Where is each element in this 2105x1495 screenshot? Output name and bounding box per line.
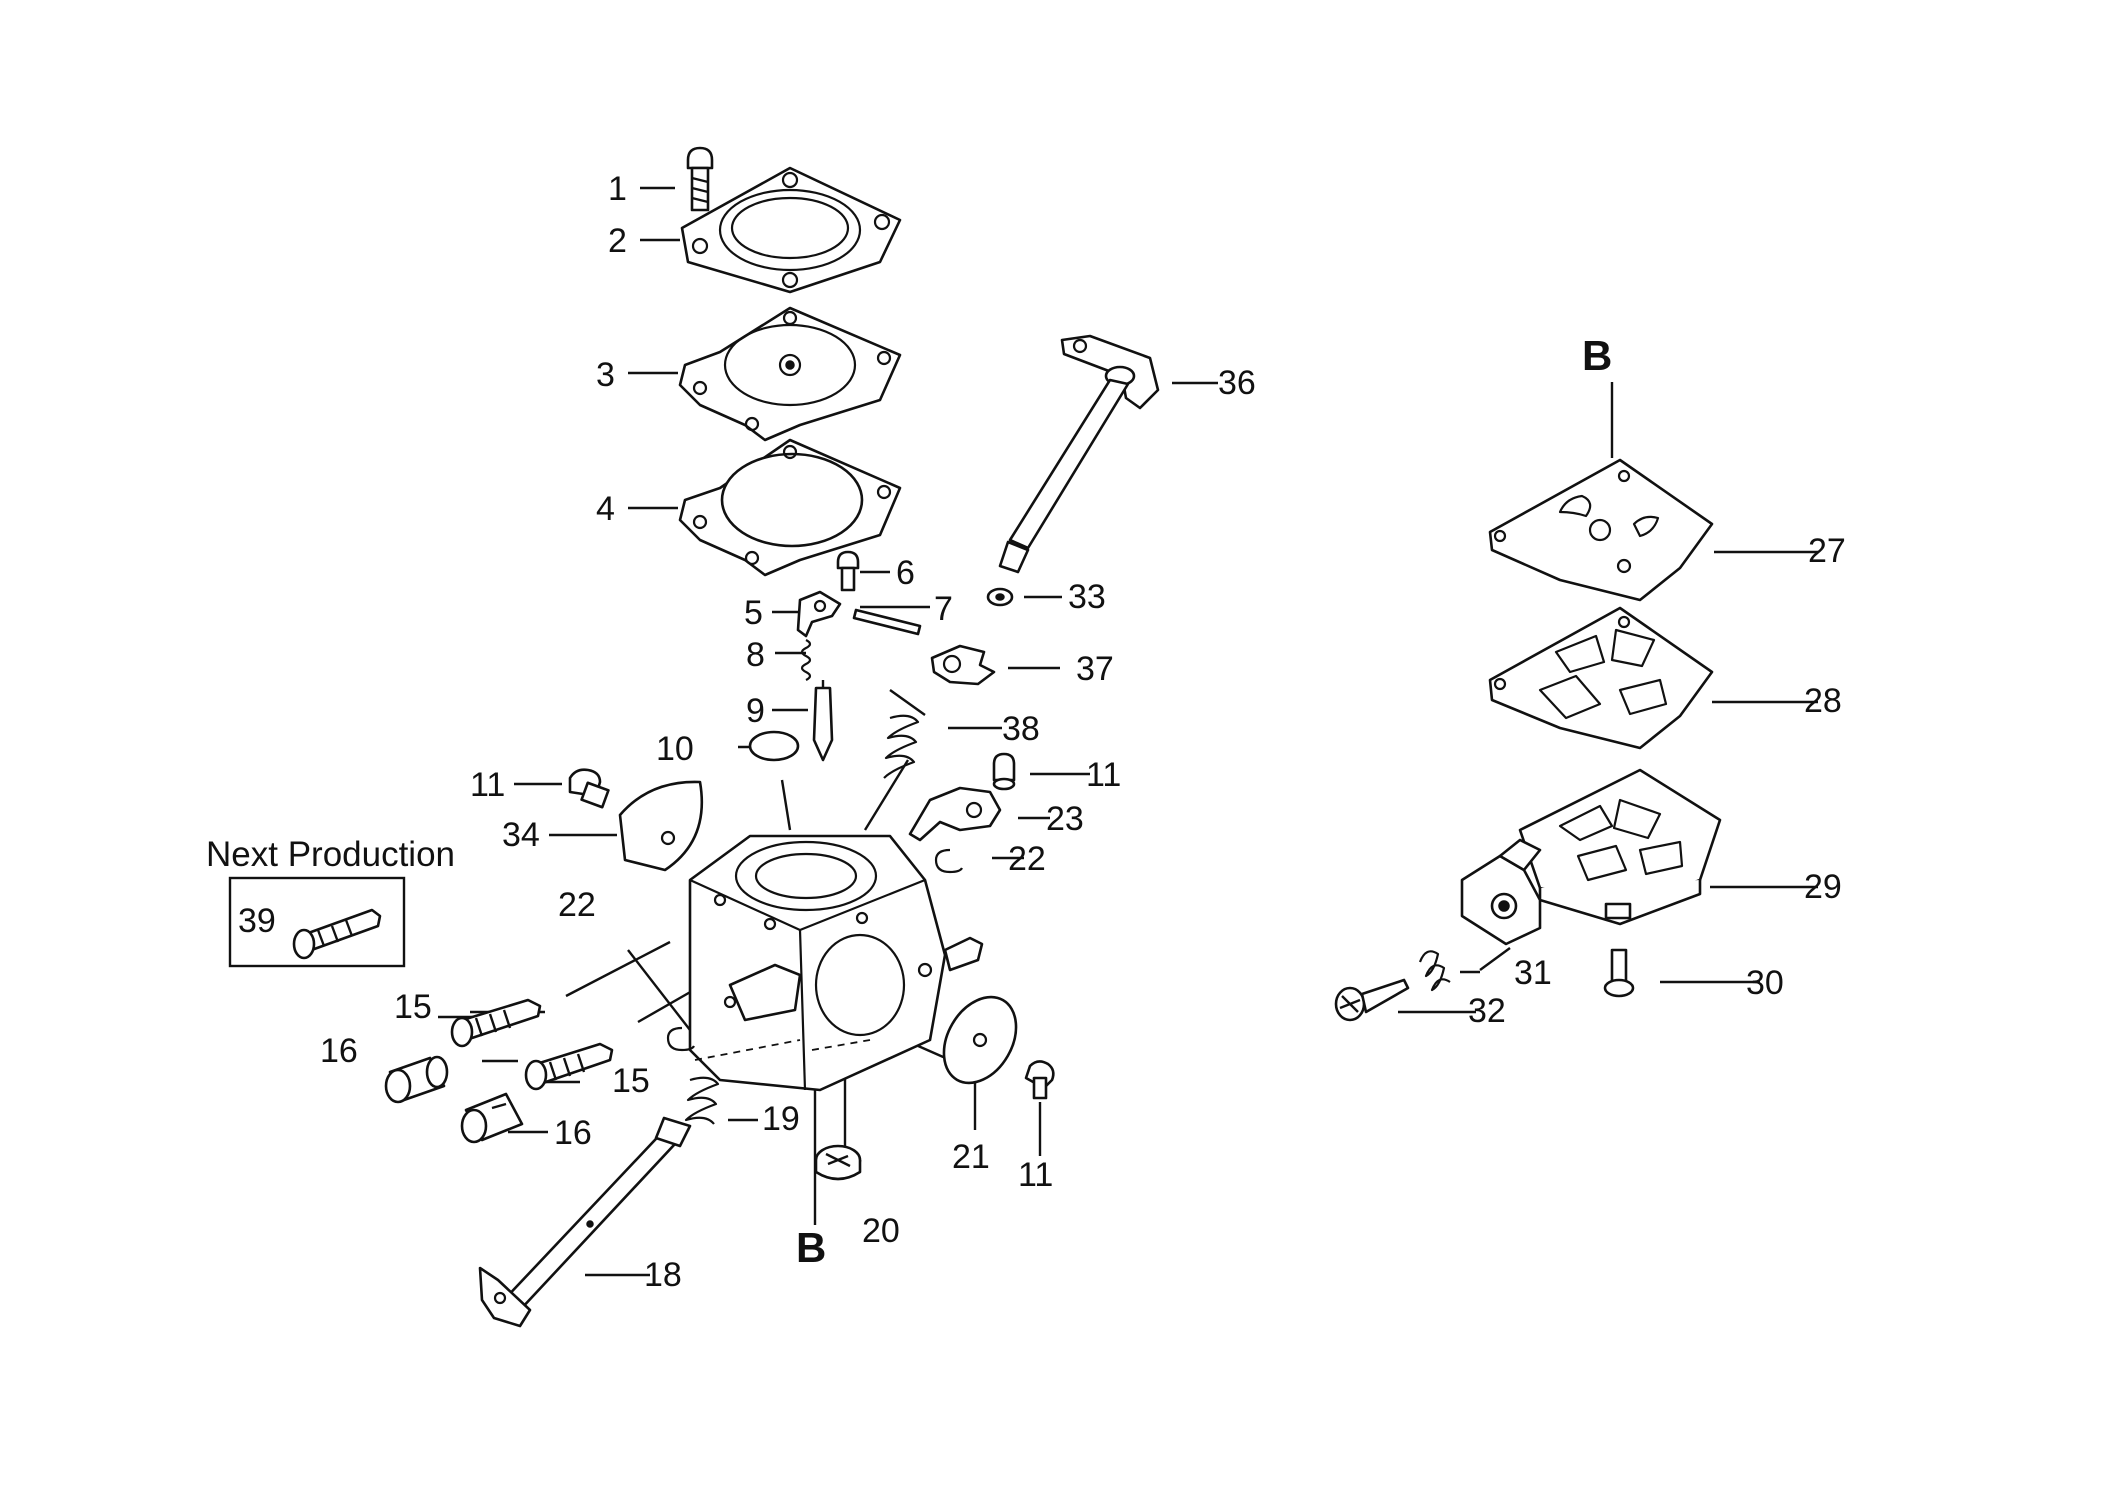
callout-20: 20 <box>862 1212 900 1250</box>
callout-18: 18 <box>644 1256 682 1294</box>
callout-22-left: 22 <box>558 886 596 924</box>
callout-22-right: 22 <box>1008 840 1046 878</box>
callout-2: 2 <box>608 222 627 260</box>
part-pump-body-29 <box>1460 768 1722 946</box>
next-production-box <box>228 876 406 968</box>
part-lever-5 <box>796 590 842 638</box>
part-plate-34 <box>618 780 704 872</box>
part-screw-30 <box>1603 948 1635 998</box>
part-screw-11-top <box>992 752 1016 791</box>
callout-34: 34 <box>502 816 540 854</box>
part-gasket-28 <box>1488 606 1714 750</box>
part-lever-37 <box>930 644 996 686</box>
callout-29: 29 <box>1804 868 1842 906</box>
callout-11-left: 11 <box>470 766 505 804</box>
callout-16-lower: 16 <box>554 1114 592 1152</box>
part-clip-22-right <box>934 848 963 874</box>
callout-1: 1 <box>608 170 627 208</box>
part-screw-32 <box>1334 978 1410 1022</box>
callout-11-bottom: 11 <box>1018 1156 1053 1194</box>
callout-15-upper: 15 <box>394 988 432 1026</box>
part-screw-15-lower <box>524 1042 614 1091</box>
leader-lines <box>283 186 1818 1277</box>
callout-28: 28 <box>1804 682 1842 720</box>
part-screw-6 <box>836 550 860 592</box>
part-pin-7 <box>852 608 922 636</box>
callout-5: 5 <box>744 594 763 632</box>
callout-32: 32 <box>1468 992 1506 1030</box>
callout-9: 9 <box>746 692 765 730</box>
part-cover-2 <box>680 166 902 294</box>
part-plate-21 <box>942 995 1018 1085</box>
callout-10: 10 <box>656 730 694 768</box>
callout-4: 4 <box>596 490 615 528</box>
callout-37: 37 <box>1076 650 1114 688</box>
part-screw-11-left <box>568 768 610 809</box>
callout-7: 7 <box>934 590 953 628</box>
part-spring-31 <box>1418 950 1451 992</box>
part-clip-22-left <box>666 1026 695 1052</box>
callout-33: 33 <box>1068 578 1106 616</box>
callout-labels: 1 2 3 4 5 6 7 8 9 10 11 11 11 15 15 16 1… <box>206 170 1846 1294</box>
section-marker-b-right: B <box>1582 332 1612 379</box>
part-spring-19 <box>684 1076 720 1125</box>
callout-15-lower: 15 <box>612 1062 650 1100</box>
callout-8: 8 <box>746 636 765 674</box>
callout-11-right: 11 <box>1086 756 1121 794</box>
part-spring-38 <box>883 714 920 779</box>
next-production-heading: Next Production <box>206 835 455 874</box>
callout-38: 38 <box>1002 710 1040 748</box>
part-washer-33 <box>986 587 1014 607</box>
section-marker-b-left: B <box>796 1224 826 1271</box>
part-screw-15-upper <box>450 998 542 1048</box>
part-spring-8 <box>800 639 812 681</box>
part-gasket-27 <box>1488 458 1714 602</box>
callout-16-upper: 16 <box>320 1032 358 1070</box>
part-screw-11-bottom <box>1024 1060 1055 1100</box>
part-gasket-4 <box>678 438 902 577</box>
part-disc-10 <box>748 730 800 762</box>
part-filter-20 <box>814 1144 862 1181</box>
callout-23: 23 <box>1046 800 1084 838</box>
callout-30: 30 <box>1746 964 1784 1002</box>
part-shaft-36 <box>998 334 1160 574</box>
callout-3: 3 <box>596 356 615 394</box>
part-lever-23 <box>908 786 1002 842</box>
part-cap-16-upper <box>384 1055 449 1104</box>
part-shaft-18 <box>478 1116 692 1328</box>
callout-36: 36 <box>1218 364 1256 402</box>
part-screw-1 <box>686 146 714 212</box>
callout-39: 39 <box>238 902 276 940</box>
callout-6: 6 <box>896 554 915 592</box>
callout-21: 21 <box>952 1138 990 1176</box>
part-cap-16-lower <box>460 1092 524 1144</box>
callout-27: 27 <box>1808 532 1846 570</box>
part-diaphragm-3 <box>678 306 902 442</box>
part-needle-9 <box>812 680 834 762</box>
part-carburetor-body <box>688 834 984 1092</box>
callout-31: 31 <box>1514 954 1552 992</box>
callout-19: 19 <box>762 1100 800 1138</box>
